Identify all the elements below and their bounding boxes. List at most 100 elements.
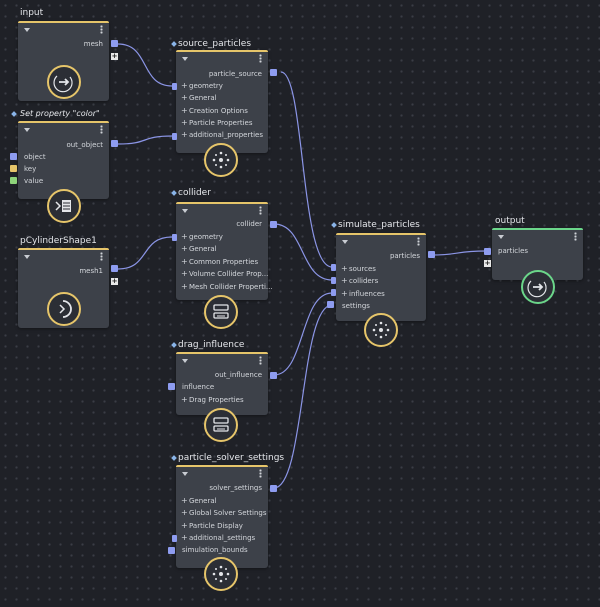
wire-pcyl-to-collider [117,236,173,270]
wire-source-to-simulate [280,71,333,268]
output-port-out-object[interactable] [111,140,118,147]
particle-solver-settings-node[interactable]: solver_settings + General + Global Solve… [176,465,268,568]
input-port-geometry[interactable] [172,234,177,241]
input-label-global-solver: Global Solver Settings [189,509,267,517]
input-node-title: input [20,8,44,18]
node-menu-icon[interactable] [574,232,577,241]
input-port-geometry[interactable] [172,83,177,90]
output-port-solver-settings[interactable] [270,485,277,492]
collapse-triangle-icon[interactable] [24,255,30,259]
diamond-icon [171,455,177,461]
expand-plus-icon[interactable]: + [181,118,188,127]
add-output-button[interactable]: + [111,277,118,285]
output-label-particle-source: particle_source [208,70,262,78]
collapse-triangle-icon[interactable] [24,128,30,132]
expand-plus-icon[interactable]: + [181,93,188,102]
input-label-colliders: colliders [349,277,379,285]
input-label-key: key [24,165,37,173]
expand-plus-icon[interactable]: + [181,521,188,530]
diamond-icon [331,222,337,228]
node-menu-icon[interactable] [100,125,103,134]
source-particles-node[interactable]: particle_source + geometry + General + C… [176,50,268,153]
input-label-settings: settings [342,302,370,310]
wire-simulate-to-output [430,250,487,256]
expand-plus-icon[interactable]: + [341,276,348,285]
input-label-value: value [24,177,44,185]
expand-plus-icon[interactable]: + [181,496,188,505]
input-port-colliders[interactable] [331,277,336,284]
input-port-influences[interactable] [331,289,336,296]
node-menu-icon[interactable] [417,237,420,246]
collapse-triangle-icon[interactable] [182,209,188,213]
input-port-simulation-bounds[interactable] [168,547,175,554]
node-menu-icon[interactable] [259,469,262,478]
node-menu-icon[interactable] [259,54,262,63]
output-node-title: output [495,216,525,226]
simulate-particles-node[interactable]: particles + sources + colliders + influe… [336,233,426,321]
add-output-button[interactable]: + [111,52,118,60]
expand-plus-icon[interactable]: + [181,508,188,517]
particle-burst-icon [204,143,238,177]
collider-node[interactable]: collider + geometry + General + Common P… [176,202,273,300]
output-port-mesh1[interactable] [111,265,118,272]
expand-plus-icon[interactable]: + [341,264,348,273]
input-port-additional-properties[interactable] [172,133,177,140]
collider-icon [204,295,238,329]
input-port-particles[interactable] [484,248,491,255]
expand-plus-icon[interactable]: + [181,395,188,404]
collapse-triangle-icon[interactable] [182,472,188,476]
input-label-geometry: geometry [189,82,223,90]
input-label-particle-properties: Particle Properties [189,119,253,127]
input-label-general: General [189,94,217,102]
node-menu-icon[interactable] [259,356,262,365]
expand-plus-icon[interactable]: + [181,269,188,278]
input-port-additional-settings[interactable] [172,535,177,542]
input-label-object: object [24,153,46,161]
input-label-influence: influence [182,383,215,391]
expand-plus-icon[interactable]: + [341,289,348,298]
collapse-triangle-icon[interactable] [182,57,188,61]
collapse-triangle-icon[interactable] [24,28,30,32]
output-label-collider: collider [236,220,262,228]
output-port-mesh[interactable] [111,40,118,47]
expand-plus-icon[interactable]: + [181,81,188,90]
set-property-node[interactable]: out_object object key value [18,121,109,223]
output-port-particle-source[interactable] [270,69,277,76]
arrow-right-icon [47,65,81,99]
pcylinder-node[interactable]: mesh1 [18,248,109,328]
add-input-button[interactable]: + [484,259,491,267]
expand-plus-icon[interactable]: + [181,533,188,542]
simulate-particles-title: simulate_particles [338,220,420,230]
input-port-object[interactable] [10,153,17,160]
input-port-influence[interactable] [168,383,175,390]
expand-plus-icon[interactable]: + [181,106,188,115]
node-menu-icon[interactable] [259,206,262,215]
input-label-general: General [189,245,217,253]
output-port-out-influence[interactable] [270,372,277,379]
expand-plus-icon[interactable]: + [181,282,188,291]
expand-plus-icon[interactable]: + [181,257,188,266]
input-port-value[interactable] [10,177,17,184]
expand-plus-icon[interactable]: + [181,130,188,139]
input-port-sources[interactable] [331,264,336,271]
collapse-triangle-icon[interactable] [182,359,188,363]
diamond-icon [171,342,177,348]
node-menu-icon[interactable] [100,252,103,261]
output-label-particles: particles [389,252,420,260]
output-port-collider[interactable] [270,221,277,228]
input-node[interactable]: mesh [18,21,109,101]
collapse-triangle-icon[interactable] [342,240,348,244]
input-label-sources: sources [349,265,376,273]
drag-influence-node[interactable]: out_influence influence + Drag Propertie… [176,352,268,415]
input-label-volume-collider: Volume Collider Prop... [189,270,269,278]
node-menu-icon[interactable] [100,25,103,34]
expand-plus-icon[interactable]: + [181,244,188,253]
input-port-settings[interactable] [327,301,334,308]
input-label-influences: influences [349,290,385,298]
input-label-drag-properties: Drag Properties [189,396,244,404]
collapse-triangle-icon[interactable] [498,235,504,239]
half-circle-icon [47,292,81,326]
input-port-key[interactable] [10,165,17,172]
output-port-particles[interactable] [428,251,435,258]
expand-plus-icon[interactable]: + [181,232,188,241]
